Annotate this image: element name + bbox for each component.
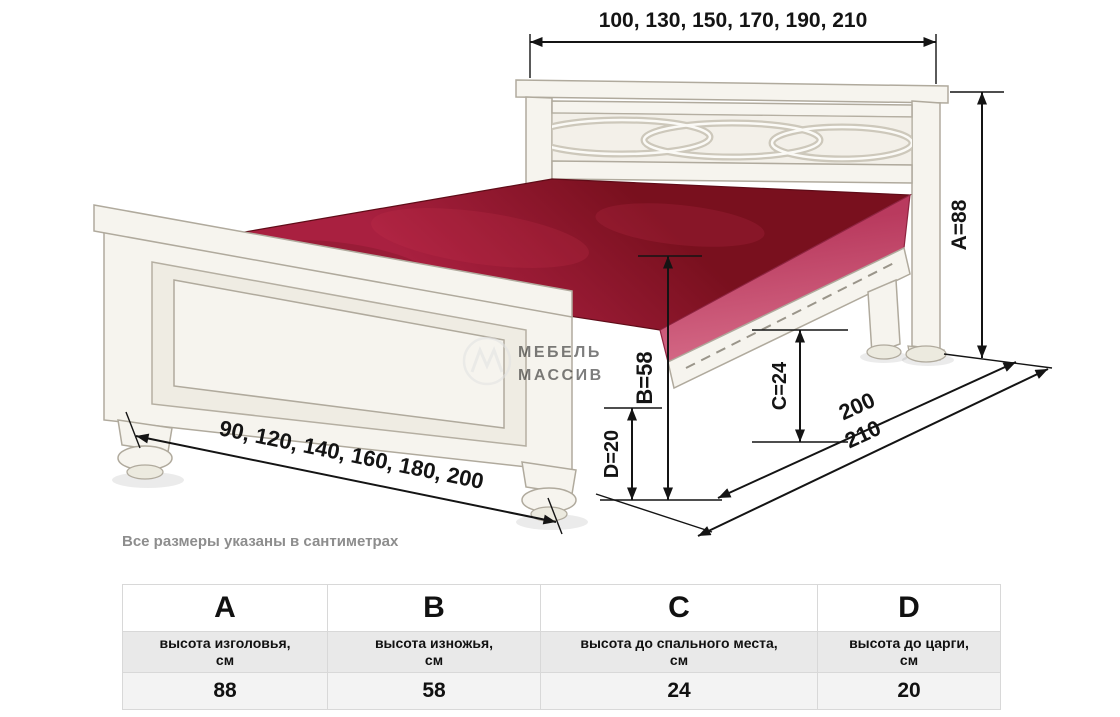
headboard-oval-pattern bbox=[552, 116, 912, 163]
side-rail-dashed-line bbox=[685, 261, 897, 369]
watermark-logo: МЕБЕЛЬ МАССИВ bbox=[462, 336, 604, 386]
ext-length-foot bbox=[595, 493, 713, 533]
table-letter-a: А bbox=[122, 584, 328, 632]
table-row-values: 88 58 24 20 bbox=[122, 672, 1001, 710]
table-desc-d: высота до царги, см bbox=[817, 631, 1001, 673]
watermark-monogram bbox=[470, 345, 504, 373]
side-rail bbox=[667, 246, 911, 390]
table-desc-a: высота изголовья, см bbox=[122, 631, 328, 673]
label-headboard-width-options: 100, 130, 150, 170, 190, 210 bbox=[599, 9, 868, 32]
bed-dimension-diagram: МЕБЕЛЬ МАССИВ bbox=[93, 9, 1053, 537]
table-value-b: 58 bbox=[327, 672, 541, 710]
footboard-raised-panel bbox=[173, 279, 505, 429]
desc-unit: см bbox=[899, 652, 919, 668]
watermark-circle bbox=[462, 336, 512, 386]
desc-unit: см bbox=[424, 652, 444, 668]
desc-text: высота до царги, bbox=[849, 634, 969, 651]
mattress-texture bbox=[371, 208, 589, 268]
desc-text: высота изголовья, bbox=[159, 634, 291, 651]
table-desc-c: высота до спального места, см bbox=[540, 631, 818, 673]
headboard bbox=[515, 79, 949, 351]
table-value-c: 24 bbox=[540, 672, 818, 710]
ext-length-head bbox=[943, 353, 1053, 369]
desc-text: высота изножья, bbox=[374, 634, 494, 651]
dimension-length-210-line bbox=[697, 368, 1049, 537]
table-value-d: 20 bbox=[817, 672, 1001, 710]
table-row-letters: А В С D bbox=[122, 584, 1001, 632]
headboard-bottom-rail bbox=[551, 160, 913, 184]
table-letter-c: С bbox=[540, 584, 818, 632]
label-dimension-b: В=58 bbox=[632, 351, 657, 404]
table-letter-b: В bbox=[327, 584, 541, 632]
back-post-foot-pad bbox=[905, 345, 947, 363]
headboard-right-post bbox=[911, 100, 941, 351]
dimension-bed-width-line bbox=[135, 433, 557, 525]
table-row-descriptions: высота изголовья, см высота изножья, см … bbox=[122, 631, 1001, 673]
table-value-a: 88 bbox=[122, 672, 328, 710]
side-rail-leg-foot bbox=[866, 344, 902, 360]
desc-unit: см bbox=[215, 652, 235, 668]
footboard-cap-rail bbox=[93, 204, 573, 318]
footboard-left-foot-pad bbox=[126, 464, 164, 480]
table-desc-b: высота изножья, см bbox=[327, 631, 541, 673]
units-note: Все размеры указаны в сантиметрах bbox=[122, 533, 399, 550]
watermark-text-line1: МЕБЕЛЬ bbox=[518, 344, 602, 361]
mattress-texture bbox=[595, 203, 765, 247]
table-letter-d: D bbox=[817, 584, 1001, 632]
desc-unit: см bbox=[669, 652, 689, 668]
bed-illustration: МЕБЕЛЬ МАССИВ bbox=[93, 79, 954, 530]
watermark-text-line2: МАССИВ bbox=[518, 367, 604, 384]
label-dimension-d: D=20 bbox=[601, 430, 623, 478]
label-dimension-c: С=24 bbox=[769, 361, 791, 410]
footboard bbox=[93, 204, 577, 522]
desc-text: высота до спального места, bbox=[580, 634, 778, 651]
headboard-cap-rail bbox=[515, 79, 949, 104]
dimensions-table: А В С D высота изголовья, см высота изно… bbox=[122, 584, 1001, 710]
label-dimension-a: А=88 bbox=[948, 199, 971, 250]
side-rail-leg bbox=[867, 278, 901, 356]
